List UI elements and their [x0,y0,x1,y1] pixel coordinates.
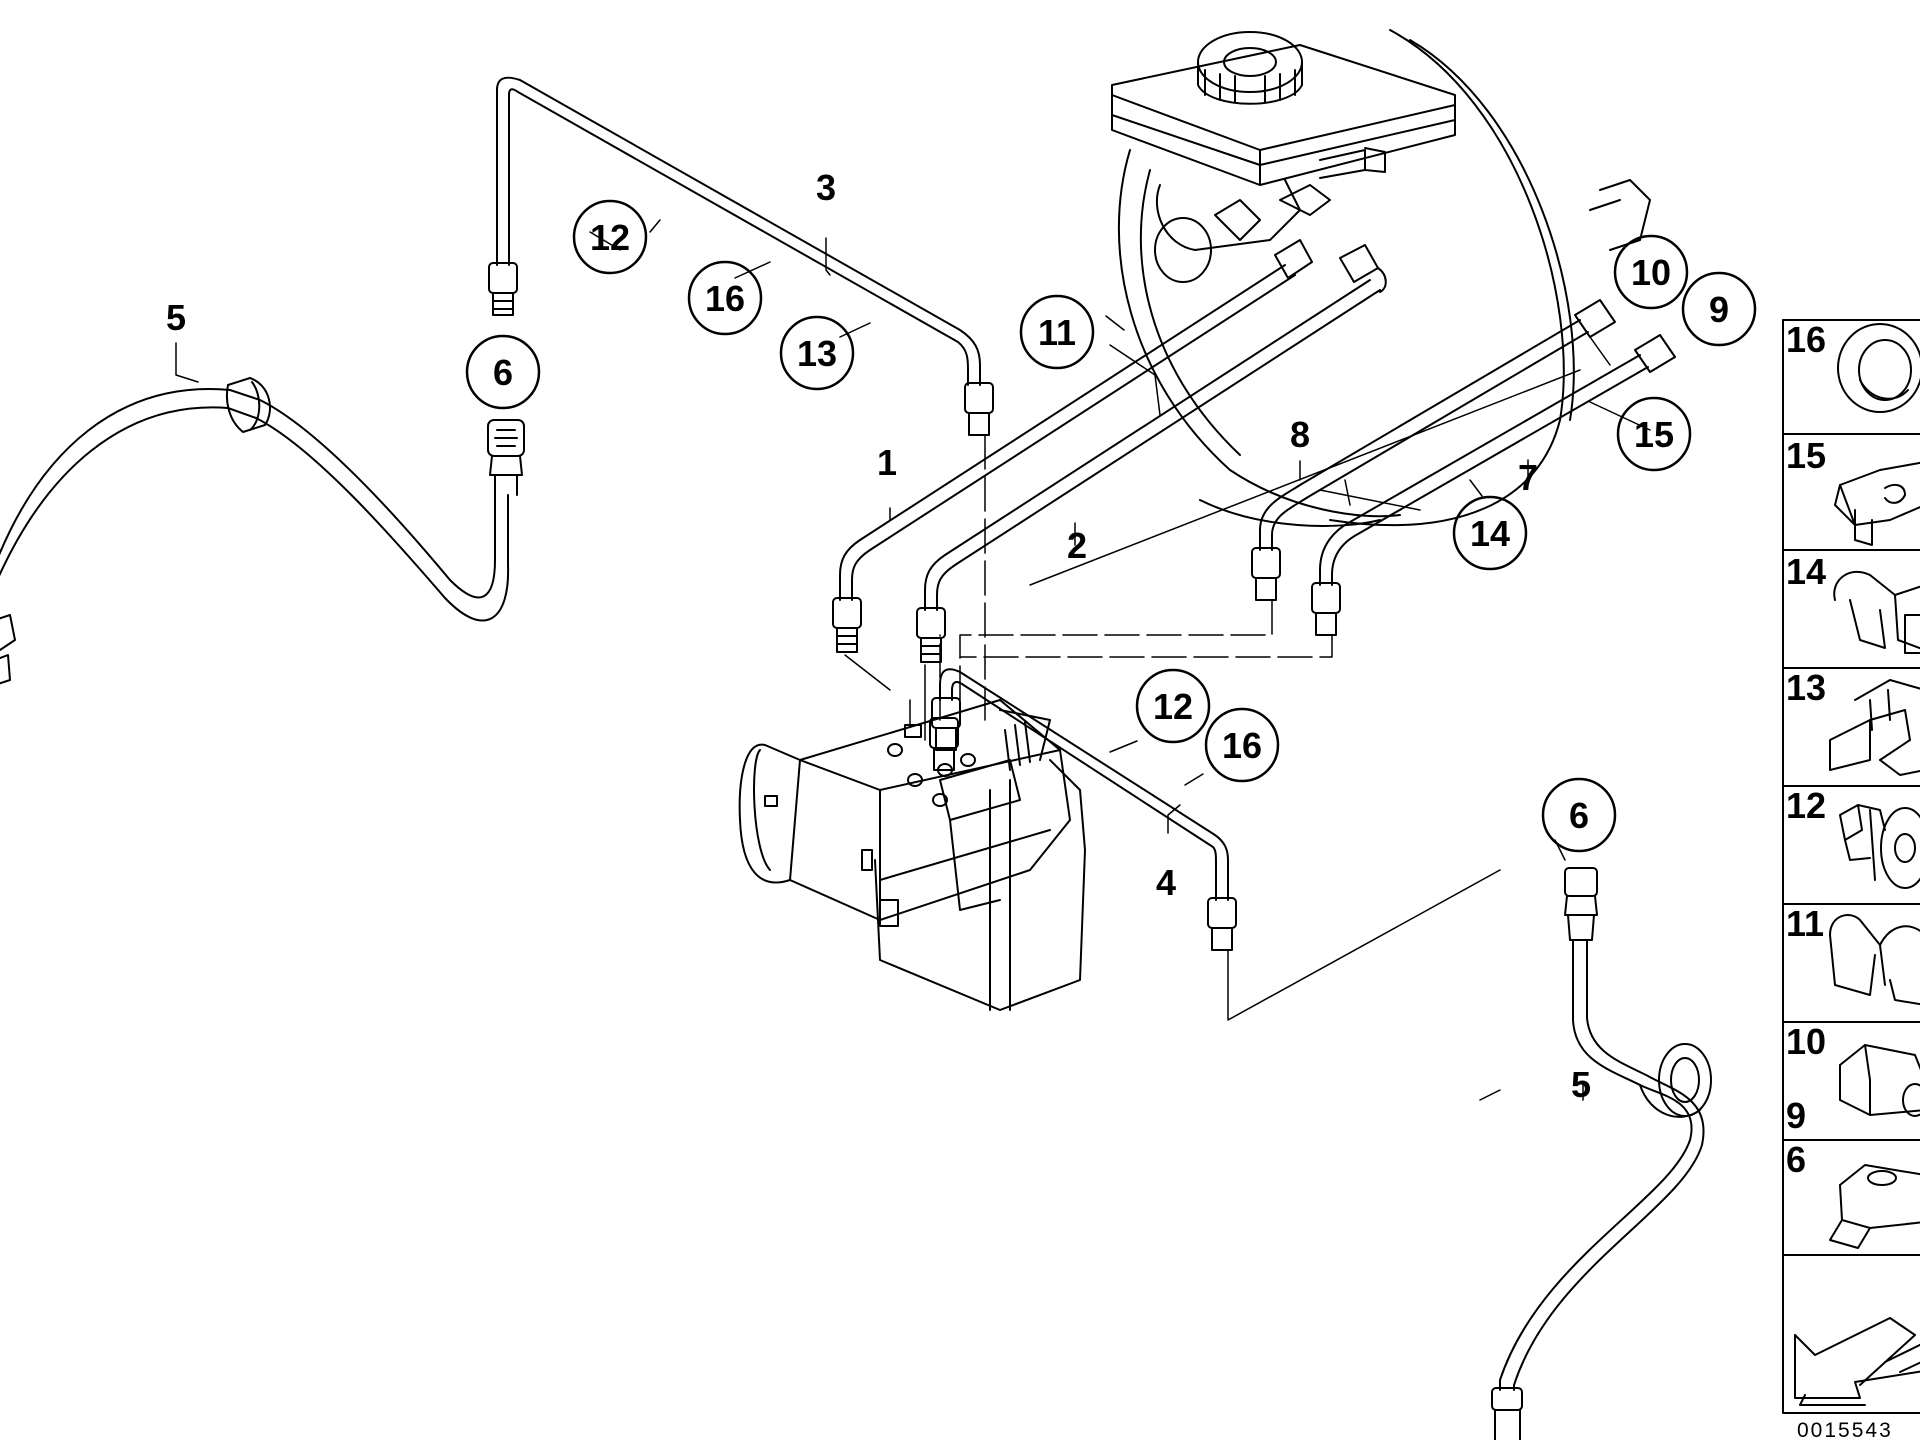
callout-16-upper: 16 [705,278,745,319]
callout-13: 13 [797,333,837,374]
callout-6-right: 6 [1569,795,1589,836]
callout-circles [465,199,1757,853]
brake-hose-left [0,377,510,685]
bracket-icon [1829,1164,1920,1249]
union-nut-icon [1839,1044,1920,1117]
part-numbers: 12 16 13 6 11 10 9 15 14 12 16 6 5 3 1 2… [166,167,1729,1105]
callout-11: 11 [1038,312,1076,353]
double-pipe-clip-icon [1834,461,1920,546]
bracket-6-right [1564,867,1598,941]
legend-num-14: 14 [1786,551,1826,592]
callout-15: 15 [1634,414,1674,455]
twin-clip-icon [1829,914,1920,1006]
legend-num-9: 9 [1786,1095,1806,1136]
label-7: 7 [1518,457,1538,498]
pipe-holder-icon [1829,679,1920,776]
grommet-icon [1837,323,1920,413]
brake-pipe-1 [839,239,1313,601]
brake-booster [1117,29,1651,527]
legend-panel [1782,319,1920,1414]
callout-10: 10 [1631,252,1671,293]
push-clip-icon [1839,804,1920,889]
label-5-left: 5 [166,297,186,338]
label-4: 4 [1156,862,1176,903]
drawing-number: 0015543 [1797,1419,1893,1440]
label-1: 1 [877,442,897,483]
bracket-6-left [487,419,525,496]
legend-num-12: 12 [1786,785,1826,826]
pipe-2-fitting [916,607,946,663]
callout-12-lower: 12 [1153,686,1193,727]
label-5-right: 5 [1571,1064,1591,1105]
callout-12-upper: 12 [590,217,630,258]
abs-center-fitting [929,717,959,771]
brake-hose-right [1491,939,1712,1440]
brake-pipe-2 [924,244,1387,611]
legend-num-10: 10 [1786,1021,1826,1062]
brake-pipe-3 [488,76,994,436]
view-arrow-icon [1794,1317,1920,1406]
leader-lines [844,369,1581,1021]
brake-pipe-8 [1251,299,1616,601]
legend-num-16: 16 [1786,319,1826,360]
abs-hydraulic-unit [738,699,1086,1011]
label-8: 8 [1290,414,1310,455]
pipe-clip-icon [1833,570,1920,654]
legend-num-13: 13 [1786,667,1826,708]
legend-num-11: 11 [1786,903,1824,944]
callout-16-lower: 16 [1222,725,1262,766]
callout-9: 9 [1709,289,1729,330]
legend-numbers: 16 15 14 13 12 11 10 9 6 [1786,319,1826,1180]
legend-num-15: 15 [1786,435,1826,476]
master-cylinder [1111,31,1456,283]
callout-6-left: 6 [493,352,513,393]
brake-pipe-7 [1311,334,1676,636]
connection-lines [909,434,1333,726]
label-3: 3 [816,167,836,208]
callout-14: 14 [1470,513,1510,554]
label-2: 2 [1067,525,1087,566]
pipe-1-fitting [832,597,862,653]
legend-num-6: 6 [1786,1139,1806,1180]
pointer-lines [175,219,1651,1101]
